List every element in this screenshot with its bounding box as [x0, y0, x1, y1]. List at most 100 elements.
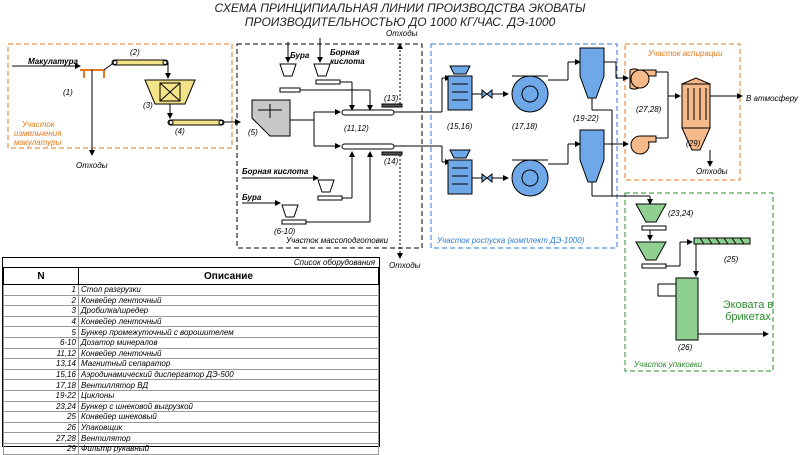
mineral-doser	[313, 63, 331, 77]
section-aspiration-box	[624, 43, 741, 181]
screw-conveyor	[317, 195, 343, 201]
label-n6-10: (6-10)	[274, 227, 296, 236]
equipment-number: 23,24	[3, 400, 79, 413]
screw-conveyor	[641, 225, 667, 231]
section-dissolve-label: Участок роспуска (комплект ДЭ-1000)	[436, 236, 585, 245]
equipment-number: 25	[3, 411, 79, 423]
label-n25: (25)	[724, 255, 739, 264]
equipment-number: 11,12	[3, 347, 79, 360]
screw-conveyor-25	[693, 237, 751, 245]
equipment-description: Фильтр рукавный	[78, 442, 379, 455]
valve	[481, 88, 493, 100]
label-n5: (5)	[248, 128, 258, 137]
equipment-description: Вентилятор	[78, 432, 379, 444]
equipment-description: Бункер промежуточный с ворошителем	[78, 326, 379, 338]
column-header-number: N	[3, 267, 79, 285]
disperser-grid	[452, 83, 468, 101]
flow-line	[103, 63, 113, 71]
otkhody-left: Отходы	[76, 161, 108, 170]
equipment-description: Конвейер ленточный	[78, 294, 379, 307]
equipment-number: 2	[3, 294, 79, 307]
section-packing-label: Участок упаковки	[633, 360, 703, 369]
equipment-number: 5	[3, 326, 79, 338]
column-header-description: Описание	[78, 267, 379, 285]
equipment-list-caption: Список оборудования	[293, 258, 375, 267]
bag-filter-29	[681, 83, 711, 129]
section-shredding-box	[7, 43, 233, 149]
equipment-number: 15,16	[3, 368, 79, 381]
filter-bags	[687, 88, 707, 120]
section-dissolve-box	[430, 43, 618, 249]
label-n19-22: (19-22)	[573, 114, 599, 123]
belt-conveyor-2	[111, 59, 169, 66]
belt-conveyor-12	[341, 143, 395, 150]
screw-conveyor	[279, 87, 301, 93]
disperser-hopper	[449, 65, 471, 75]
crusher-cross	[159, 82, 181, 102]
screw-conveyor	[641, 263, 667, 269]
diagram-title-line1: СХЕМА ПРИНЦИПИАЛЬНАЯ ЛИНИИ ПРОИЗВОДСТВА …	[214, 1, 585, 15]
label-n17-18: (17,18)	[512, 122, 538, 131]
hopper-23	[635, 203, 667, 223]
equipment-number: 27,28	[3, 432, 79, 444]
aerodynamic-disperser-15	[447, 75, 473, 111]
equipment-number: 29	[3, 442, 79, 455]
bornaya-label-bottom: Борная кислота	[242, 167, 309, 176]
label-n11-12: (11,12)	[344, 124, 369, 133]
label-n15-16: (15,16)	[447, 122, 473, 131]
mineral-doser	[317, 179, 335, 193]
equipment-description: Вентиллятор ВД	[78, 379, 379, 391]
label-n23-24: (23,24)	[668, 209, 694, 218]
equipment-description: Дробилка/шредер	[78, 305, 379, 317]
equipment-description: Аэродинамический диспергатор ДЭ-500	[78, 368, 379, 381]
label-n4: (4)	[175, 127, 185, 136]
screw-flights	[699, 237, 745, 245]
table-header-row: N Описание	[3, 267, 379, 285]
diagram-title-line2: ПРОИЗВОДИТЕЛЬНОСТЬЮ ДО 1000 КГ/ЧАС. ДЭ-1…	[245, 15, 556, 29]
equipment-description: Бункер с шнековой выгрузкой	[78, 400, 379, 413]
valve	[481, 172, 493, 184]
conveyor-roller	[168, 120, 174, 125]
cyclone-19	[579, 47, 605, 99]
label-n14: (14)	[384, 157, 399, 166]
agitator	[258, 104, 282, 118]
section-mass-prep-label: Участок массоподготовки	[285, 236, 389, 245]
section-aspiration-label: Участок аспирации	[647, 49, 723, 58]
label-n13: (13)	[384, 94, 399, 103]
equipment-description: Магнитный сепаратор	[78, 358, 379, 370]
bura-label-bottom: Бура	[242, 193, 262, 202]
conveyor-roller	[112, 60, 118, 65]
equipment-number: 26	[3, 421, 79, 434]
conveyor-roller	[162, 60, 168, 65]
disperser-hopper	[449, 149, 471, 159]
equipment-description: Упаковщик	[78, 421, 379, 434]
product-label-line2: брикетах	[725, 311, 771, 323]
fan-28-outlet	[640, 135, 657, 143]
equipment-number: 17,18	[3, 379, 79, 391]
fan-hub	[521, 85, 539, 103]
equipment-number: 6-10	[3, 336, 79, 349]
belt-conveyor-4	[167, 119, 225, 126]
otkhody-top: Отходы	[386, 29, 418, 38]
section-mass-prep-box	[236, 43, 423, 249]
mineral-doser	[281, 204, 299, 218]
conveyor-roller	[218, 120, 224, 125]
